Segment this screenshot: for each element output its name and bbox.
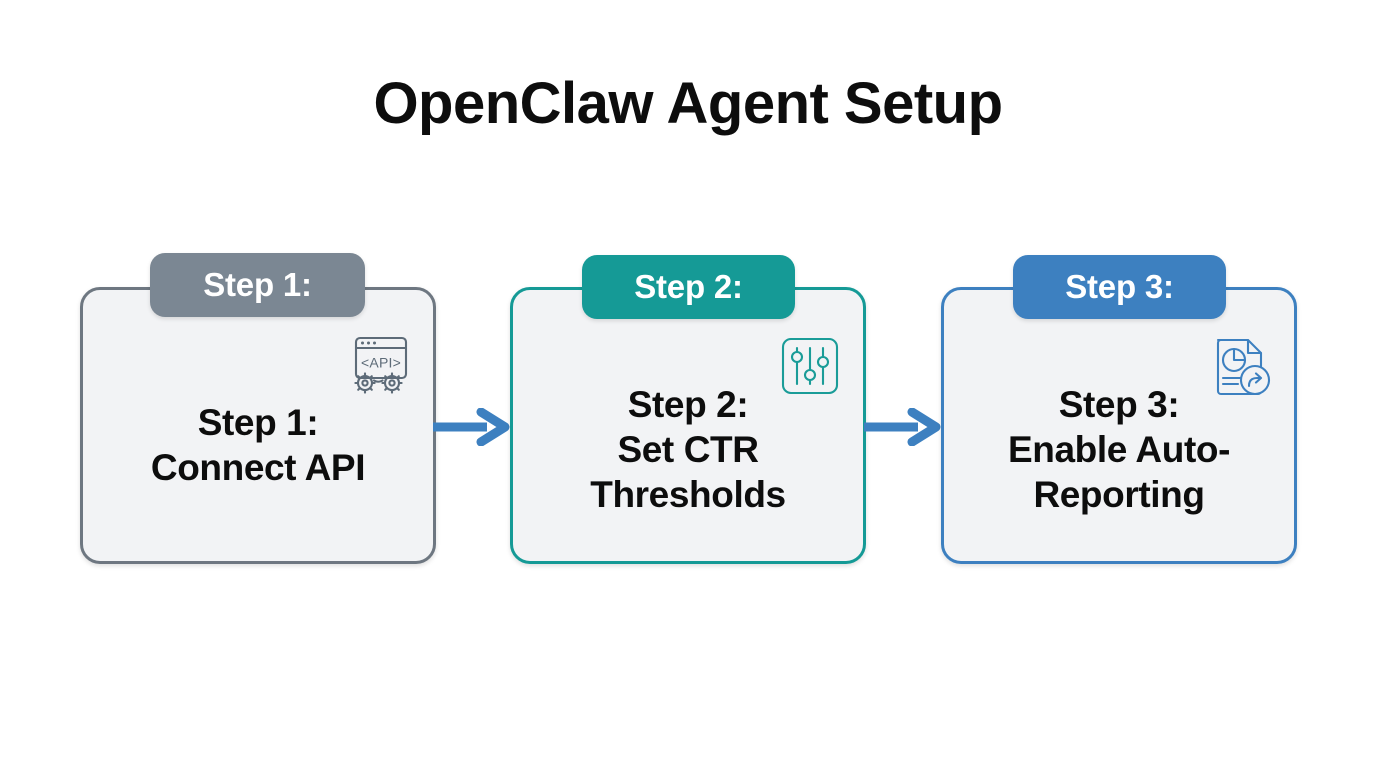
sliders-settings-icon xyxy=(777,335,843,397)
step-badge-2[interactable]: Step 2: xyxy=(582,255,795,319)
step-card-2-body: Step 2: Set CTR Thresholds xyxy=(590,384,786,516)
step-card-3[interactable]: Step 3: Enable Auto- Reporting xyxy=(941,287,1297,564)
step-card-2[interactable]: Step 2: Set CTR Thresholds xyxy=(510,287,866,564)
api-window-gears-icon: <API> xyxy=(347,335,413,397)
process-flow-row: Step 1: Connect API <API> xyxy=(0,253,1376,573)
step-card-1-body: Step 1: Connect API xyxy=(150,402,366,489)
svg-text:<API>: <API> xyxy=(361,355,401,371)
step-card-1[interactable]: Step 1: Connect API <API> xyxy=(80,287,436,564)
arrow-step1-to-step2 xyxy=(433,408,513,446)
report-share-icon xyxy=(1208,335,1274,397)
step-badge-3[interactable]: Step 3: xyxy=(1013,255,1226,319)
step-card-3-body: Step 3: Enable Auto- Reporting xyxy=(1008,384,1230,516)
arrow-step2-to-step3 xyxy=(864,408,944,446)
page-title: OpenClaw Agent Setup xyxy=(373,71,1003,136)
step-badge-1[interactable]: Step 1: xyxy=(150,253,365,317)
